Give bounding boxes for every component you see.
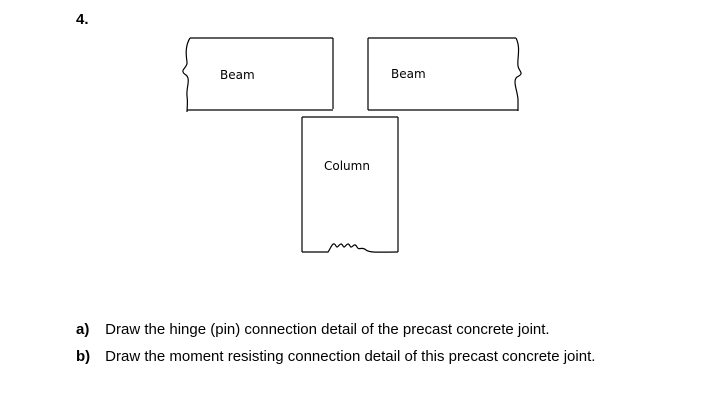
question-part-b: b) Draw the moment resisting connection … [76,348,595,365]
right-beam-break-line [514,37,522,111]
column-break-line [302,243,399,253]
precast-joint-diagram: Beam Beam Column [182,37,522,253]
part-b-tag: b) [76,348,91,365]
left-beam-break-line [182,37,191,113]
left-beam [182,37,334,113]
column [301,116,399,253]
part-b-text: Draw the moment resisting connection det… [105,348,596,365]
left-beam-label: Beam [220,68,255,82]
part-a-text: Draw the hinge (pin) connection detail o… [105,321,550,338]
question-part-a: a) Draw the hinge (pin) connection detai… [76,321,550,338]
question-number: 4. [76,11,89,28]
part-a-tag: a) [76,321,90,338]
right-beam-label: Beam [391,67,426,81]
right-beam [367,37,522,111]
column-label: Column [324,159,370,173]
